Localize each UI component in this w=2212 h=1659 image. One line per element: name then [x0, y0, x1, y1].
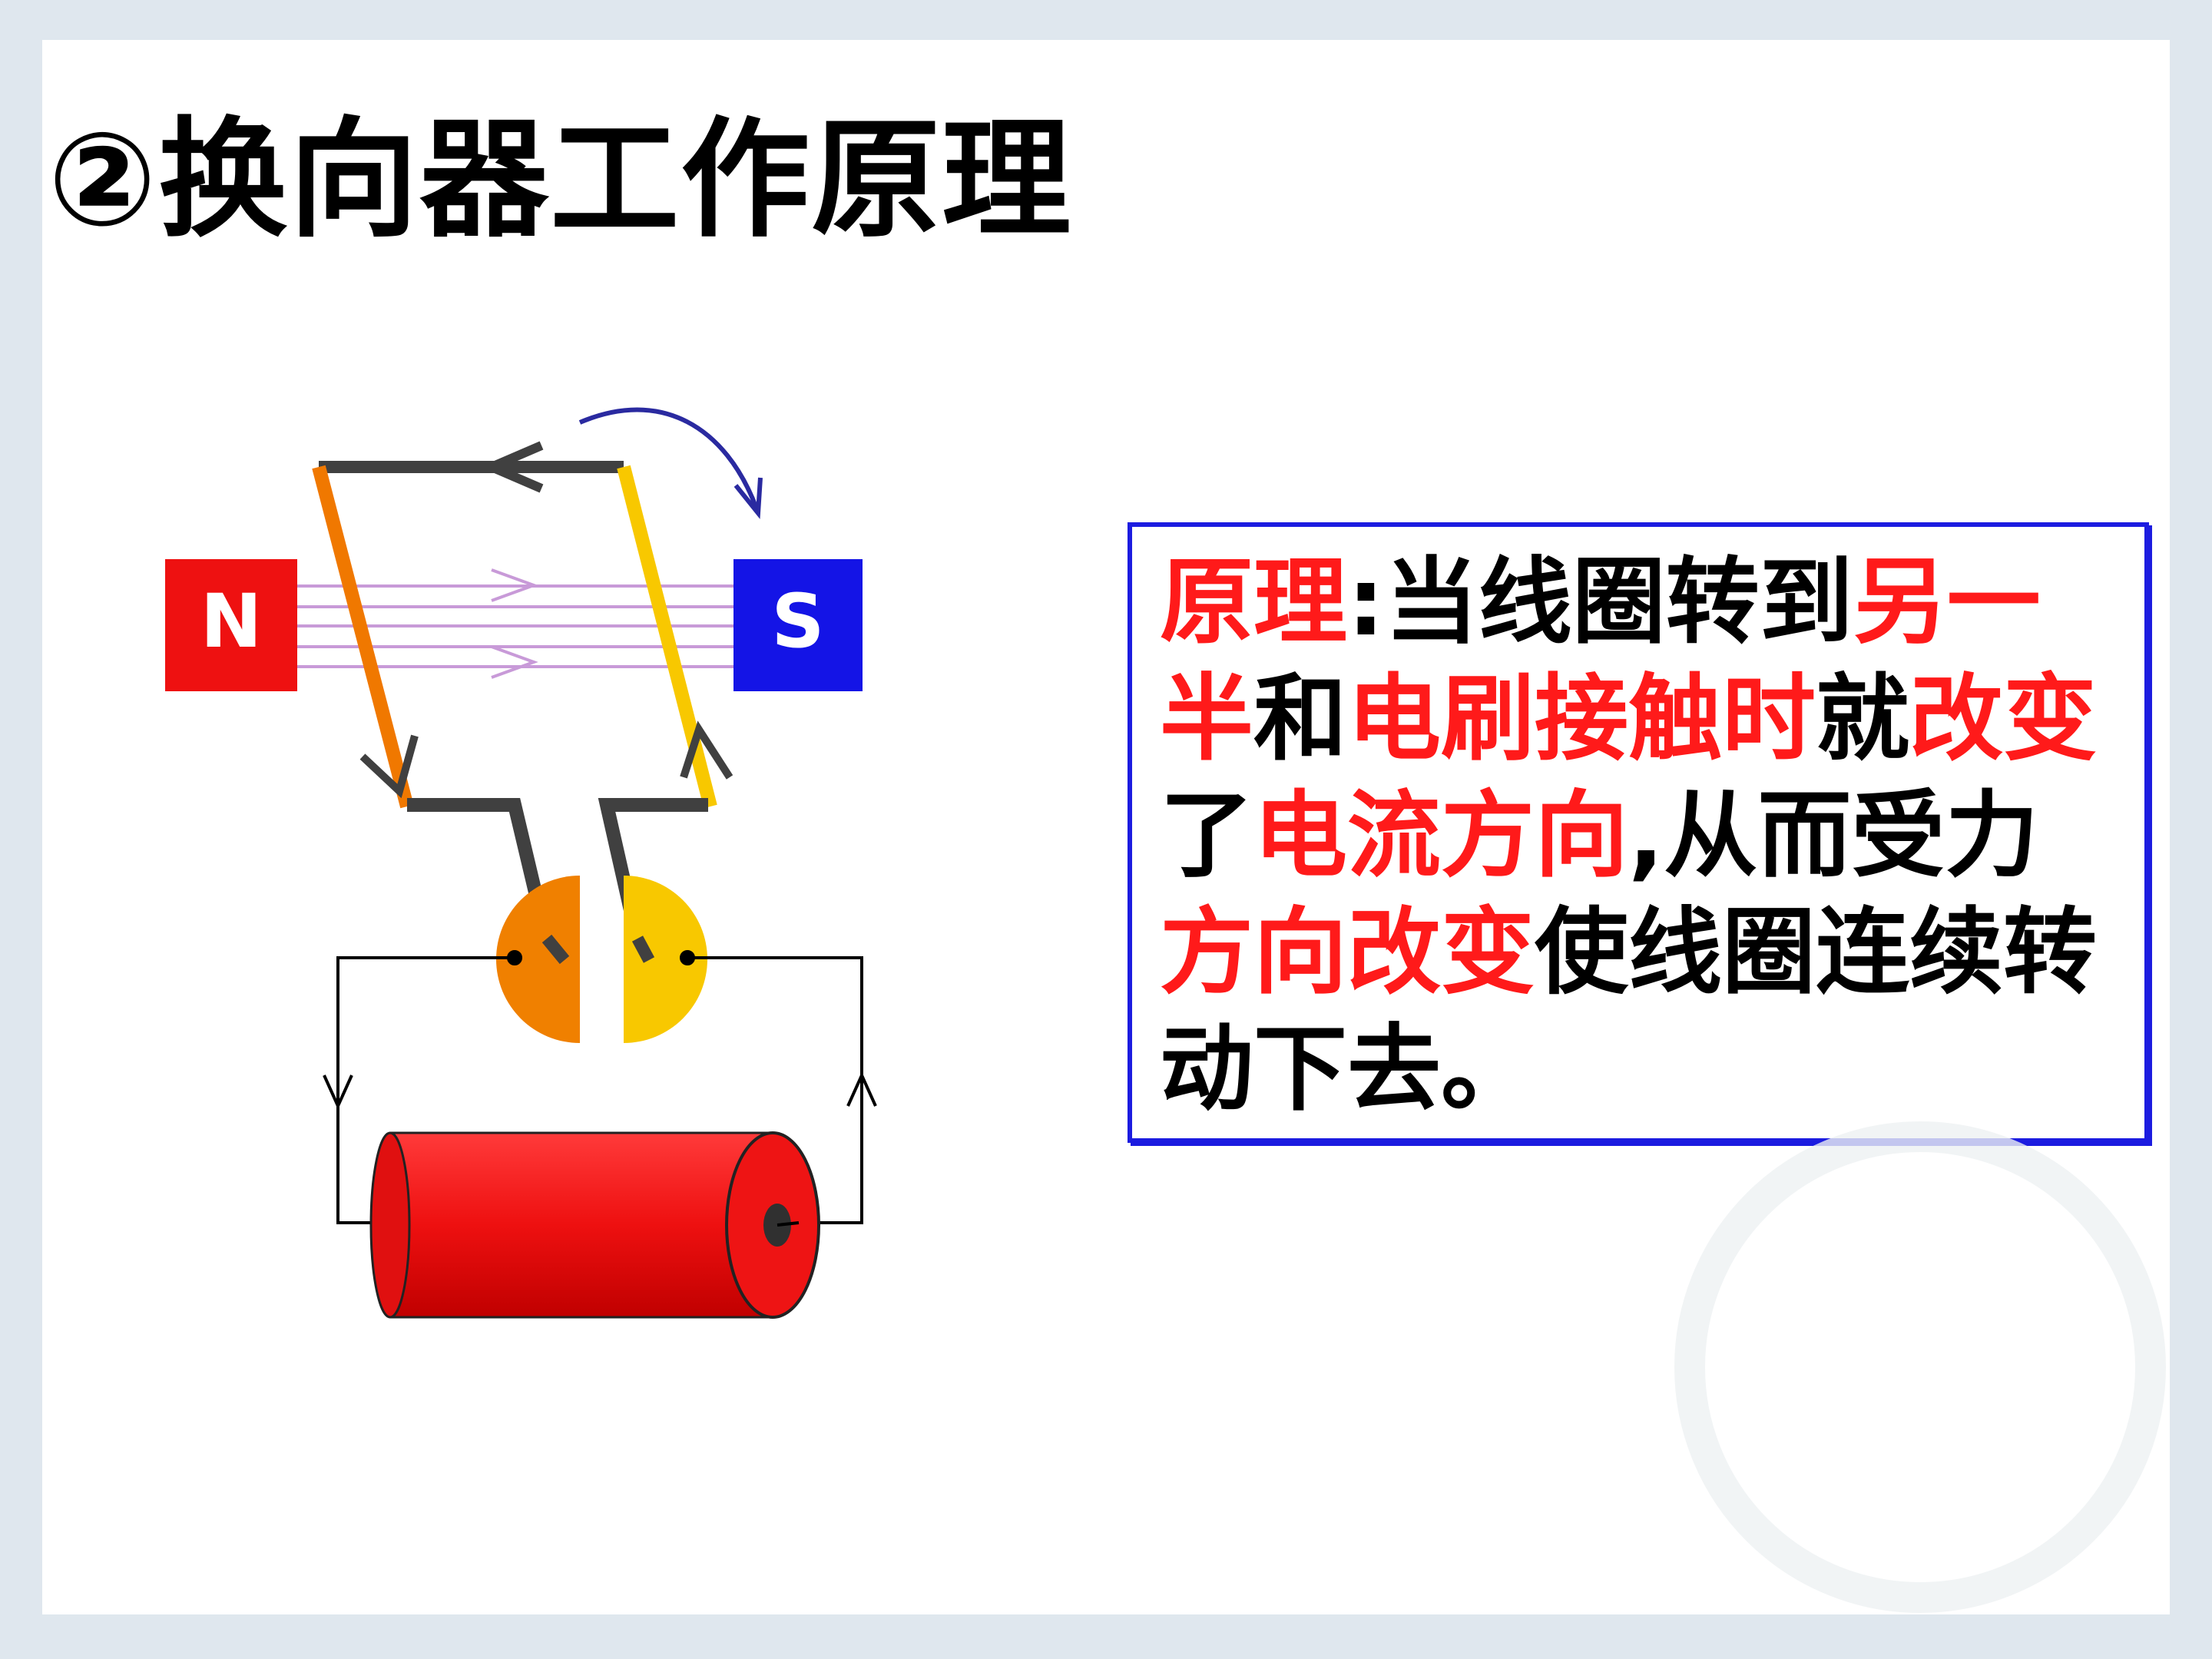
principle-segment: 改变 [1909, 664, 2097, 773]
principle-segment: 了 [1160, 781, 1253, 890]
commutator [496, 876, 707, 1043]
principle-segment: 另一半 [1160, 548, 2041, 773]
coil-right-side [617, 465, 717, 809]
principle-segment: ,从而受力 [1628, 781, 2039, 890]
north-label: N [200, 578, 262, 664]
north-magnet: N [165, 559, 297, 691]
circuit-wire-right [687, 956, 863, 1224]
principle-text: 原理:当线圈转到另一半和电刷接触时就改变了电流方向,从而受力方向改变使线圈连续转… [1160, 544, 2129, 1128]
principle-segment: 和 [1253, 664, 1347, 773]
circuit-arrow-up-icon [846, 1071, 877, 1107]
principle-segment: 使线圈连续转动下去。 [1160, 898, 2097, 1124]
watermark-logo [1674, 1121, 2166, 1613]
circuit-arrow-down-icon [323, 1075, 353, 1110]
principle-segment: 原理 [1160, 548, 1347, 657]
current-arrow-icon [680, 720, 733, 780]
current-arrow-icon [359, 734, 419, 799]
current-arrow-icon [479, 441, 544, 493]
principle-segment: 电流方向 [1253, 781, 1628, 890]
commutator-half-right [624, 876, 707, 1043]
principle-segment: 就 [1816, 664, 1909, 773]
south-magnet: S [733, 559, 863, 691]
coil [312, 441, 733, 943]
south-label: S [771, 578, 824, 664]
principle-segment: :当线圈转到 [1347, 548, 1853, 657]
principle-textbox: 原理:当线圈转到另一半和电刷接触时就改变了电流方向,从而受力方向改变使线圈连续转… [1128, 522, 2149, 1143]
field-arrow-icon [491, 645, 538, 679]
page-title: ②换向器工作原理 [48, 104, 1073, 255]
commutator-half-left [496, 876, 580, 1043]
rotation-arrow-icon [578, 407, 763, 519]
load-cylinder [369, 1131, 820, 1319]
field-arrow-icon [491, 568, 538, 602]
principle-segment: 方向改变 [1160, 898, 1535, 1007]
coil-left-side [312, 465, 414, 809]
principle-segment: 电刷接触时 [1347, 664, 1816, 773]
commutator-diagram: N S [165, 407, 877, 1319]
